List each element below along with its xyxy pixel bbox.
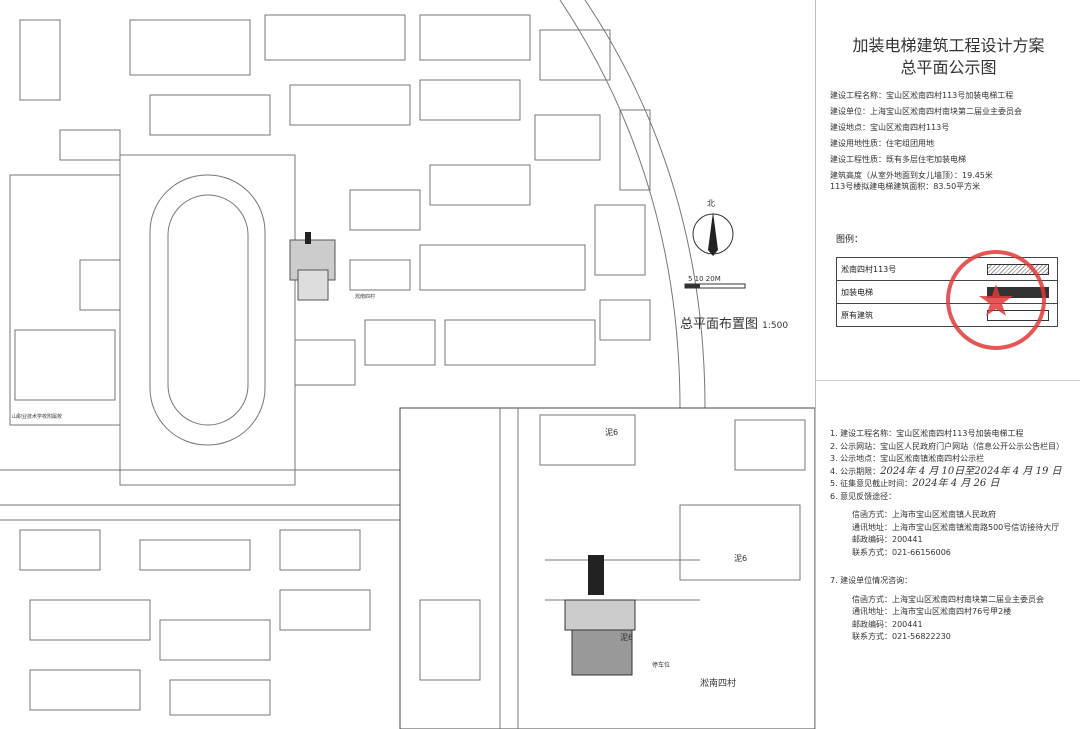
divider — [816, 380, 1080, 381]
site-plan-drawing — [0, 0, 815, 729]
scale-bar-label: 5 10 20M — [688, 275, 721, 283]
parking-label: 停车位 — [652, 662, 671, 669]
info-panel: 加装电梯建筑工程设计方案 总平面公示图 建设工程名称：宝山区淞南四村113号加装… — [815, 0, 1080, 729]
feedback-line: 邮政编码：200441 — [852, 535, 923, 544]
deadline-label: 5. 征集意见截止时间： — [830, 479, 913, 488]
official-seal — [946, 250, 1046, 350]
info-line: 建设用地性质：住宅组团用地 — [830, 139, 934, 148]
feedback-line: 通讯地址：上海市宝山区淞南镇淞南路500号信访接待大厅 — [852, 522, 1060, 532]
notice-period: 4. 公示期限：2024年 4 月 10日至2024年 4 月 19 日 — [830, 466, 1064, 479]
inset-building-label-3: 泥6 — [620, 633, 634, 642]
notice-line: 3. 公示地点：宝山区淞南镇淞南四村公示栏 — [830, 454, 985, 463]
north-label: 北 — [707, 199, 715, 208]
feedback-line: 信函方式：上海市宝山区淞南镇人民政府 — [852, 510, 996, 519]
plan-title-text: 总平面布置图 — [680, 317, 759, 332]
deadline-value: 2024年 4 月 26 日 — [912, 478, 1000, 489]
inset-building-label-2: 泥6 — [734, 554, 748, 563]
notice-list: 1. 建设工程名称：宝山区淞南四村113号加装电梯工程 2. 公示网站：宝山区人… — [830, 428, 1064, 644]
period-label: 4. 公示期限： — [830, 466, 881, 476]
notice-line: 1. 建设工程名称：宝山区淞南四村113号加装电梯工程 — [830, 429, 1024, 438]
plan-scale: 1:500 — [762, 321, 789, 331]
feedback-line: 联系方式：021-66156006 — [852, 547, 951, 557]
notice-deadline: 5. 征集意见截止时间：2024年 4 月 26 日 — [830, 478, 1064, 491]
legend-title: 图例： — [836, 235, 864, 245]
consult-line: 联系方式：021-56822230 — [852, 632, 951, 641]
notice-line: 2. 公示网站：宝山区人民政府门户网站（信息公开公示公告栏目） — [830, 441, 1065, 451]
consult-line: 邮政编码：200441 — [852, 619, 923, 629]
consult-title: 7. 建设单位情况咨询： — [830, 576, 913, 585]
info-line: 建设地点：宝山区淞南四村113号 — [830, 123, 950, 132]
inset-village-label: 淞南四村 — [700, 679, 737, 689]
doc-title: 加装电梯建筑工程设计方案 — [852, 36, 1045, 55]
legend-label: 加装电梯 — [841, 287, 873, 297]
legend-label: 淞南四村113号 — [841, 264, 897, 274]
info-line: 建筑高度（从室外地面到女儿墙顶）：19.45米 — [830, 171, 993, 180]
consult-line: 信函方式：上海宝山区淞南四村南块第二届业主委员会 — [852, 594, 1044, 604]
inset-building-label: 泥6 — [605, 428, 619, 437]
consult-line: 通讯地址：上海市宝山区淞南四村76号甲2楼 — [852, 607, 1012, 616]
info-line: 建设工程性质：既有多层住宅加装电梯 — [830, 155, 966, 164]
period-value: 2024年 4 月 10日至2024年 4 月 19 日 — [880, 465, 1062, 477]
feedback-title: 6. 意见反馈途径： — [830, 491, 897, 501]
school-label: 山职业技术学校附属校 — [12, 414, 63, 420]
plan-title: 总平面布置图 1:500 — [680, 313, 788, 332]
legend-label: 原有建筑 — [841, 310, 873, 320]
doc-subtitle: 总平面公示图 — [900, 58, 997, 77]
info-line: 建设工程名称：宝山区淞南四村113号加装电梯工程 — [830, 91, 1014, 100]
village-label: 淞南四村 — [355, 294, 376, 300]
info-line: 113号楼拟建电梯建筑面积：83.50平方米 — [830, 182, 981, 191]
project-info: 建设工程名称：宝山区淞南四村113号加装电梯工程 建设单位：上海宝山区淞南四村南… — [830, 88, 1022, 195]
info-line: 建设单位：上海宝山区淞南四村南块第二届业主委员会 — [830, 107, 1022, 116]
seal-star-icon — [979, 284, 1013, 316]
